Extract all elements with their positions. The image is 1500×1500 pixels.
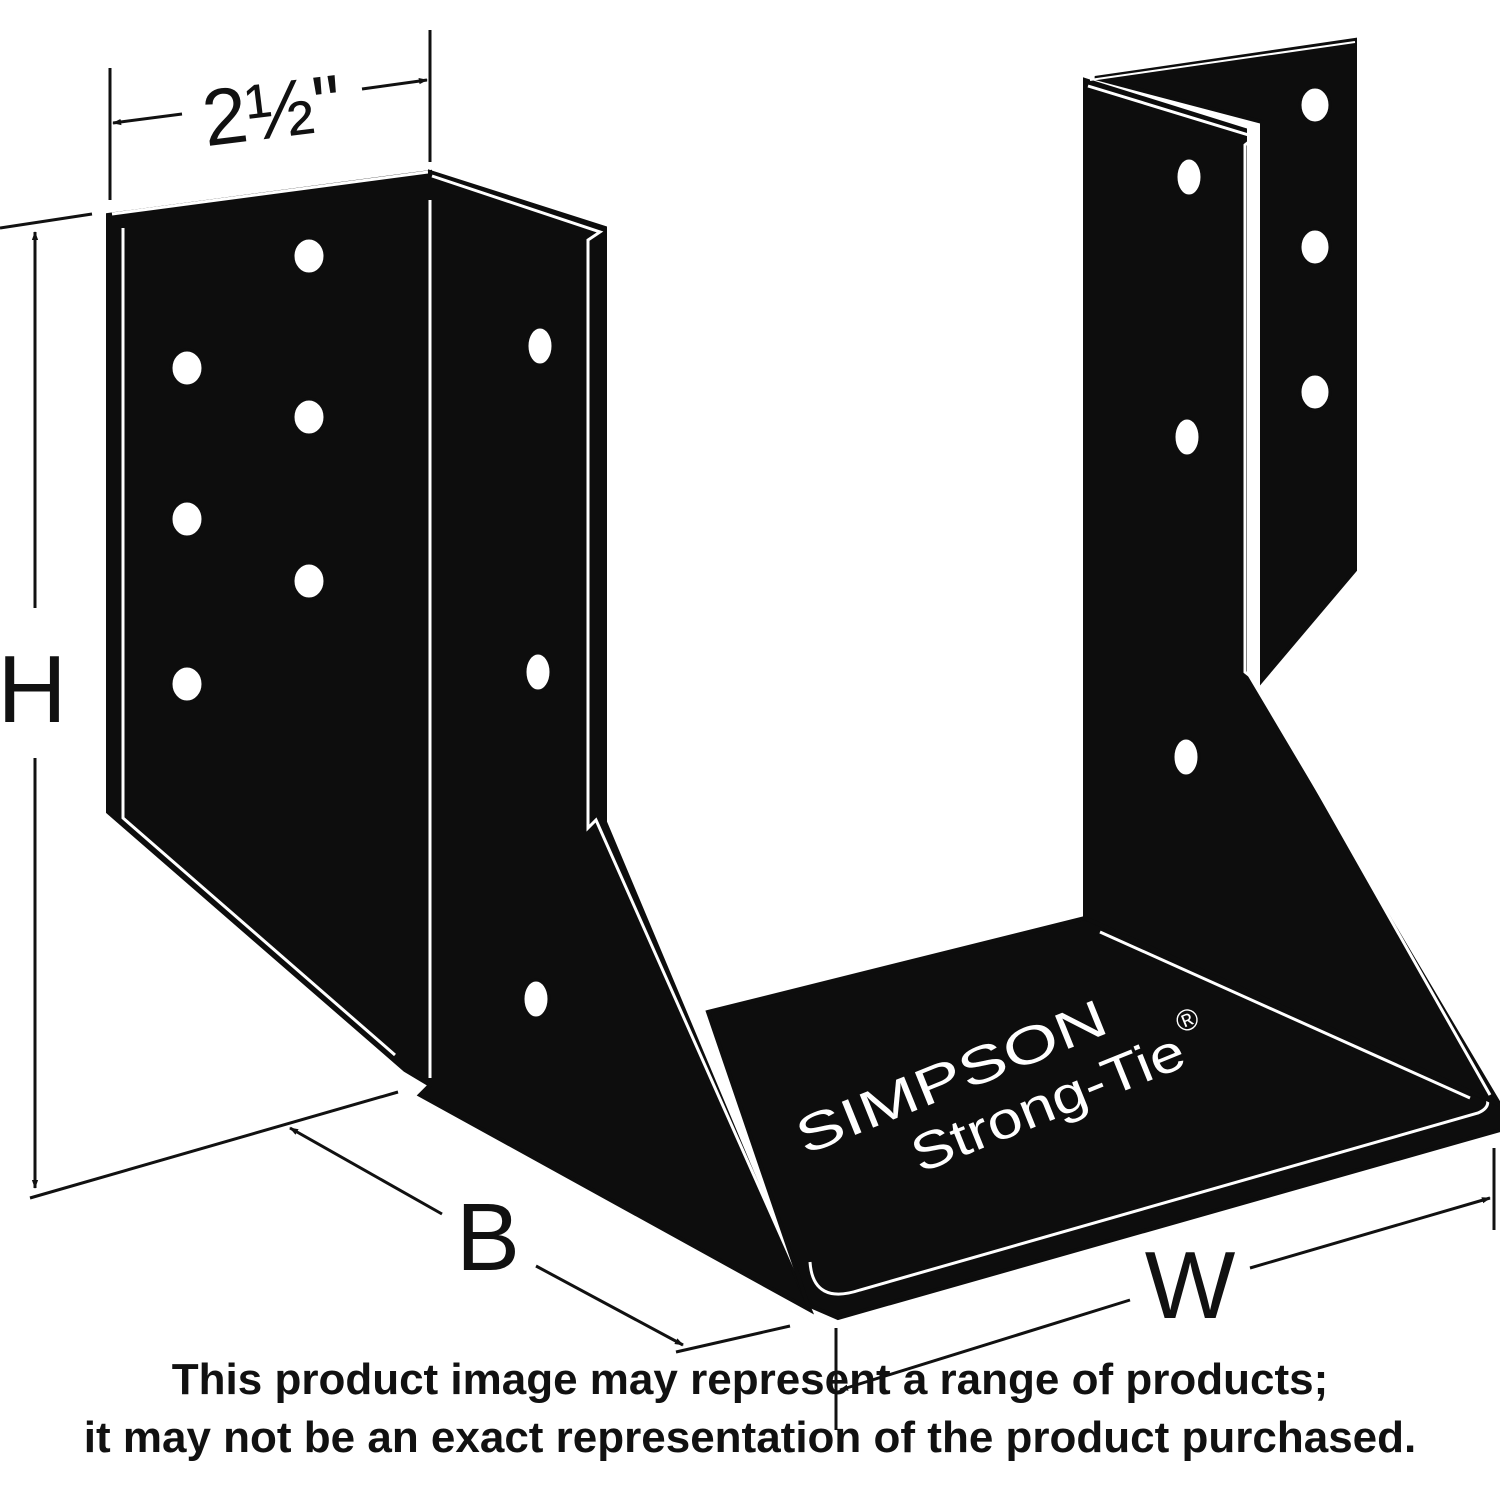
dimension-width-label: W — [1145, 1232, 1236, 1339]
dimension-width — [834, 1148, 1496, 1430]
dimension-depth-label: B — [456, 1184, 520, 1291]
nail-hole-icon — [521, 978, 551, 1020]
disclaimer-line-2: it may not be an exact representation of… — [83, 1413, 1417, 1462]
left-flange — [106, 169, 432, 1089]
nail-hole-icon — [169, 348, 205, 388]
seat-back-edge — [1099, 930, 1471, 1100]
dimension-top-width-label: 2½" — [197, 58, 346, 163]
nail-holes — [169, 85, 1332, 1020]
right-flange-top-edge — [1089, 41, 1356, 81]
dimension-height-label: H — [0, 636, 67, 743]
nail-hole-icon — [1172, 416, 1202, 458]
nail-hole-icon — [1298, 372, 1332, 412]
dimension-top-width — [108, 30, 432, 200]
nail-hole-icon — [169, 664, 205, 704]
nail-hole-icon — [1174, 156, 1204, 198]
nail-hole-icon — [169, 499, 205, 539]
left-flange-top-edge — [111, 170, 429, 216]
dimension-height — [0, 212, 93, 1189]
nail-hole-icon — [291, 561, 327, 601]
nail-hole-icon — [1298, 227, 1332, 267]
dimension-depth — [29, 1090, 791, 1354]
nail-hole-icon — [291, 236, 327, 276]
nail-hole-icon — [523, 651, 553, 693]
left-side-edge — [431, 174, 809, 1296]
right-side-edge — [1087, 84, 1492, 1096]
nail-hole-icon — [291, 397, 327, 437]
nail-hole-icon — [1171, 736, 1201, 778]
left-side-wall — [416, 169, 815, 1315]
nail-hole-icon — [1298, 85, 1332, 125]
right-flange — [1094, 37, 1357, 686]
nail-hole-icon — [525, 325, 555, 367]
left-flange-edge — [121, 228, 396, 1057]
disclaimer-line-1: This product image may represent a range… — [171, 1355, 1329, 1404]
